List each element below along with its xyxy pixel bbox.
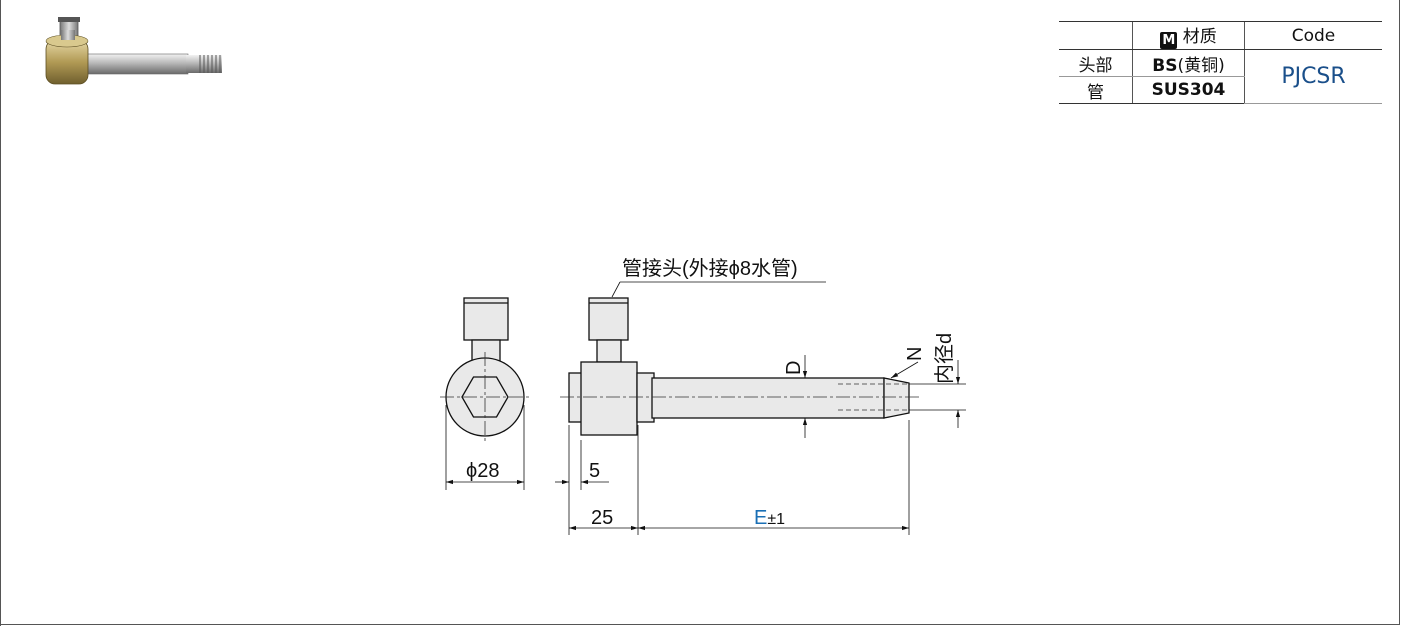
product-photo [45, 17, 222, 85]
label-D: D [783, 361, 805, 375]
header-material: 材质 [1182, 27, 1217, 47]
row-tube-part: 管 [1059, 76, 1133, 104]
material-bs: BS [1152, 55, 1178, 76]
label-N: N [904, 347, 926, 361]
label-inner-diameter: 内径d [933, 333, 956, 384]
material-bs-note: (黄铜) [1177, 55, 1225, 76]
spec-table: M 材质 Code 头部 BS(黄铜) PJCSR 管 SUS304 [1059, 21, 1382, 104]
dim-E-label: E±1 [754, 507, 785, 529]
header-blank-cell [1059, 21, 1133, 50]
material-mark-icon: M [1160, 32, 1178, 49]
header-code: Code [1244, 21, 1382, 50]
row-head-part: 头部 [1059, 49, 1133, 77]
material-sus304: SUS304 [1151, 80, 1226, 100]
row-tube-material: SUS304 [1132, 76, 1245, 104]
row-head-material: BS(黄铜) [1132, 49, 1245, 77]
dim-diameter-label: ϕ28 [466, 460, 499, 482]
hidden-bore-lines [838, 383, 907, 411]
front-view [568, 297, 910, 436]
frame-left-edge [0, 0, 1, 626]
dim-5-label: 5 [589, 460, 600, 482]
dim-25-label: 25 [591, 507, 613, 529]
header-material-cell: M 材质 [1132, 21, 1245, 50]
side-view [445, 297, 525, 437]
code-value: PJCSR [1244, 49, 1382, 104]
center-lines [440, 352, 922, 442]
fitting-callout: 管接头(外接ϕ8水管) [622, 257, 798, 280]
